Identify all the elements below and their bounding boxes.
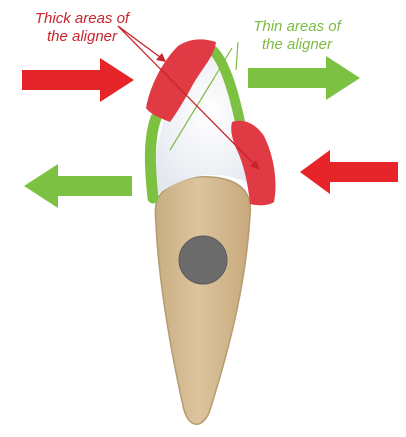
thick-label-line1: Thick areas of — [12, 10, 152, 28]
thick-pointer-arrowhead-upper — [156, 53, 166, 62]
force-arrow-red-lower-right — [300, 150, 398, 194]
tooth-root — [155, 177, 250, 424]
center-of-resistance — [179, 236, 227, 284]
force-arrow-green-upper-right — [248, 56, 360, 100]
thick-label-line2: the aligner — [12, 28, 152, 46]
thin-label-line2: the aligner — [232, 36, 362, 54]
thin-label-line1: Thin areas of — [232, 18, 362, 36]
force-arrow-green-lower-left — [24, 164, 132, 208]
force-arrow-red-upper-left — [22, 58, 134, 102]
thin-areas-label: Thin areas of the aligner — [232, 18, 362, 54]
thick-areas-label: Thick areas of the aligner — [12, 10, 152, 46]
aligner-thin-area-left — [150, 118, 156, 198]
